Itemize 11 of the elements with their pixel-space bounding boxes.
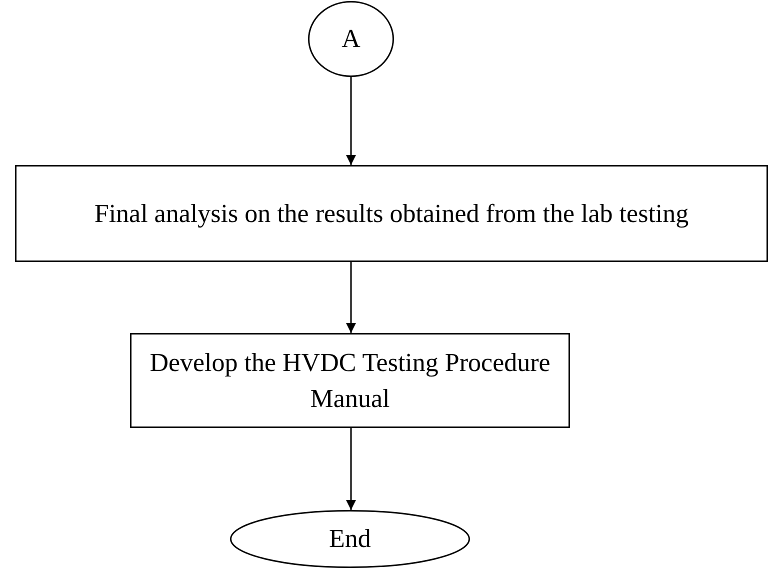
process-box: [130, 333, 570, 428]
arrow: [346, 77, 356, 165]
terminator-ellipse: [230, 510, 470, 568]
node-text: Develop the HVDC Testing Procedure Manual: [148, 347, 552, 414]
node-text: A: [340, 23, 362, 56]
arrow: [346, 262, 356, 333]
node-text: End: [328, 523, 372, 556]
process-box: [15, 165, 768, 262]
terminator-ellipse: [308, 1, 394, 77]
arrow: [346, 428, 356, 510]
node-text: Final analysis on the results obtained from the lab testing: [93, 198, 690, 230]
